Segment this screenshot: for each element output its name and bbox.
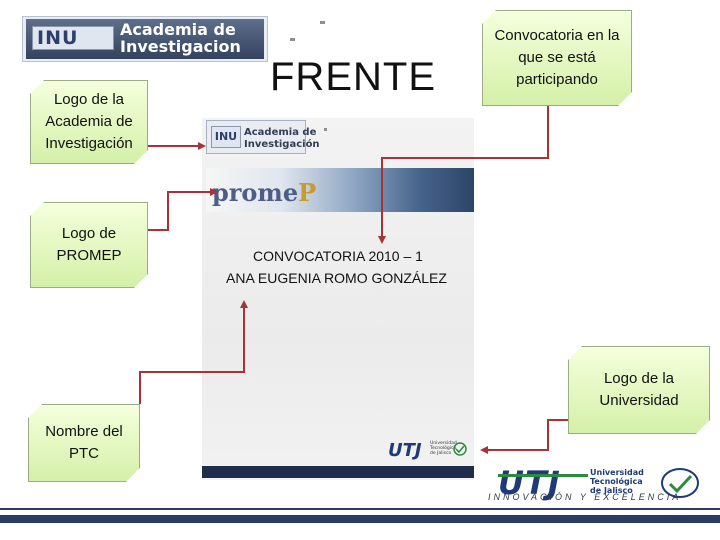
callout-nombre-ptc: Nombre del PTC [28,404,140,482]
callout-nombre-text: Nombre del PTC [45,423,123,462]
academia-logo-mark: INU [32,26,114,50]
poster-utj-logo-text: UTJ [388,440,422,461]
footer-stripe [0,515,720,523]
university-logo: UTJ Universidad Tecnológica de Jalisco [498,464,699,502]
university-tagline: INNOVACIÓN Y EXCELENCIA [488,492,682,502]
poster-utj-name-line2: Tecnológica [429,444,456,451]
callout-promep-logo: Logo de PROMEP [30,202,148,288]
poster-utj-name-line1: Universidad [430,440,457,446]
university-logo-text: UTJ [498,464,561,502]
poster-utj-logo: UTJ Universidad Tecnológica de Jalisco [388,440,467,461]
poster-academia-logo-line2: Investigación [244,139,320,150]
callout-academia-logo: Logo de la Academia de Investigación [30,80,148,164]
callout-universidad-logo: Logo de la Universidad [568,346,710,434]
decorative-dot [290,38,295,41]
university-name-line3: de Jalisco [590,486,633,495]
poster-nombre-text: ANA EUGENIA ROMO GONZÁLEZ [226,270,447,286]
callout-promep-text: Logo de PROMEP [56,225,122,264]
poster-bottom-bar [202,466,474,478]
poster-convocatoria-text: CONVOCATORIA 2010 – 1 [253,248,423,264]
university-name-line1: Universidad [590,468,644,477]
arrow-universidad [480,419,568,454]
callout-convocatoria-text: Convocatoria en la que se está participa… [494,27,620,88]
academia-logo-line1: Academia de [120,20,236,39]
poster-utj-name-line3: de Jalisco [430,450,451,456]
page-title: FRENTE [270,55,436,99]
callout-universidad-text: Logo de la Universidad [599,370,679,409]
callout-convocatoria: Convocatoria en la que se está participa… [482,10,632,106]
promep-logo-accent: P [298,178,317,207]
decorative-dot [320,21,325,24]
academia-logo-line2: Investigacion [120,37,241,56]
decorative-dot [324,128,327,131]
promep-logo: promeP [212,178,316,207]
promep-logo-main: prome [212,178,299,207]
callout-academia-text: Logo de la Academia de Investigación [45,91,133,152]
footer-stripe [0,508,720,510]
poster-academia-logo-mark: INU [211,126,241,148]
poster-academia-logo [206,120,306,154]
poster-academia-logo-line1: Academia de [244,127,317,138]
university-name-line2: Tecnológica [590,476,643,486]
